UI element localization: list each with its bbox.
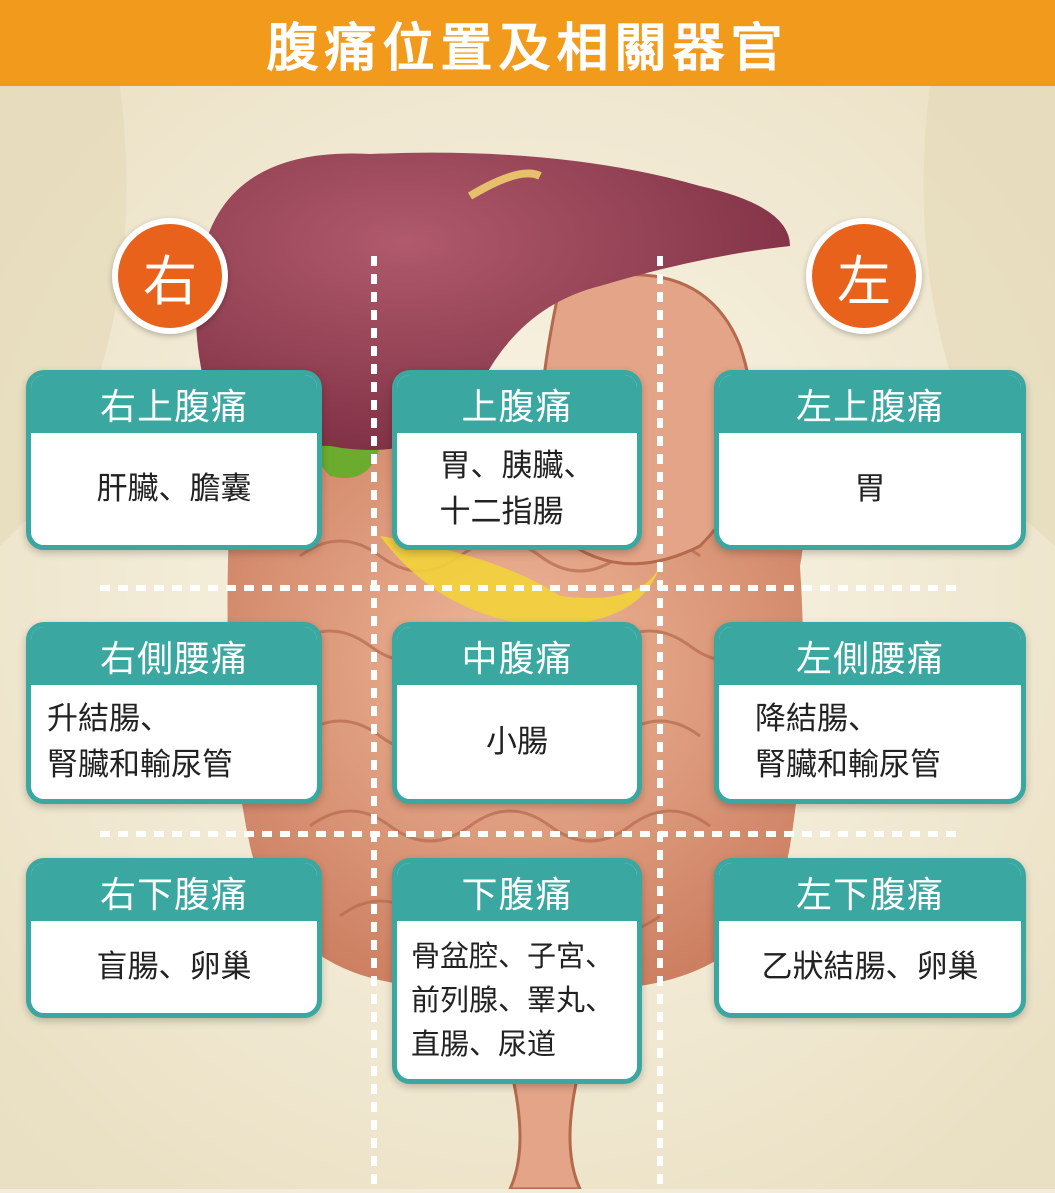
- region-card-left-lower: 左下腹痛 乙狀結腸、卵巢: [714, 858, 1026, 1018]
- region-organs: 肝臟、膽囊: [96, 471, 252, 507]
- region-title: 左側腰痛: [719, 627, 1021, 685]
- region-organs: 乙狀結腸、卵巢: [761, 949, 979, 985]
- region-organs: 降結腸、 腎臟和輸尿管: [755, 701, 941, 783]
- region-title: 下腹痛: [397, 863, 637, 921]
- right-side-label: 右: [143, 249, 197, 313]
- region-card-right-upper: 右上腹痛 肝臟、膽囊: [26, 370, 322, 550]
- region-title: 中腹痛: [397, 627, 637, 685]
- region-organs: 胃: [854, 471, 886, 507]
- region-card-right-flank: 右側腰痛 升結腸、 腎臟和輸尿管: [26, 622, 322, 804]
- header-bar: 腹痛位置及相關器官: [0, 0, 1055, 86]
- region-title: 左上腹痛: [719, 375, 1021, 433]
- region-title: 右側腰痛: [31, 627, 317, 685]
- region-card-lower: 下腹痛 骨盆腔、子宮、 前列腺、睪丸、 直腸、尿道: [392, 858, 642, 1084]
- region-title: 上腹痛: [397, 375, 637, 433]
- region-card-right-lower: 右下腹痛 盲腸、卵巢: [26, 858, 322, 1018]
- left-side-label: 左: [837, 249, 891, 313]
- region-title: 右下腹痛: [31, 863, 317, 921]
- page-title: 腹痛位置及相關器官: [266, 18, 789, 79]
- region-card-upper: 上腹痛 胃、胰臟、 十二指腸: [392, 370, 642, 550]
- right-side-badge: 右: [112, 218, 228, 334]
- region-organs: 盲腸、卵巢: [96, 949, 252, 985]
- region-organs: 小腸: [486, 724, 548, 760]
- region-organs: 胃、胰臟、 十二指腸: [439, 448, 595, 530]
- region-card-left-flank: 左側腰痛 降結腸、 腎臟和輸尿管: [714, 622, 1026, 804]
- region-title: 左下腹痛: [719, 863, 1021, 921]
- left-side-badge: 左: [806, 218, 922, 334]
- region-card-middle: 中腹痛 小腸: [392, 622, 642, 804]
- region-title: 右上腹痛: [31, 375, 317, 433]
- region-card-left-upper: 左上腹痛 胃: [714, 370, 1026, 550]
- region-organs: 升結腸、 腎臟和輸尿管: [47, 701, 233, 783]
- region-organs: 骨盆腔、子宮、 前列腺、睪丸、 直腸、尿道: [411, 939, 615, 1061]
